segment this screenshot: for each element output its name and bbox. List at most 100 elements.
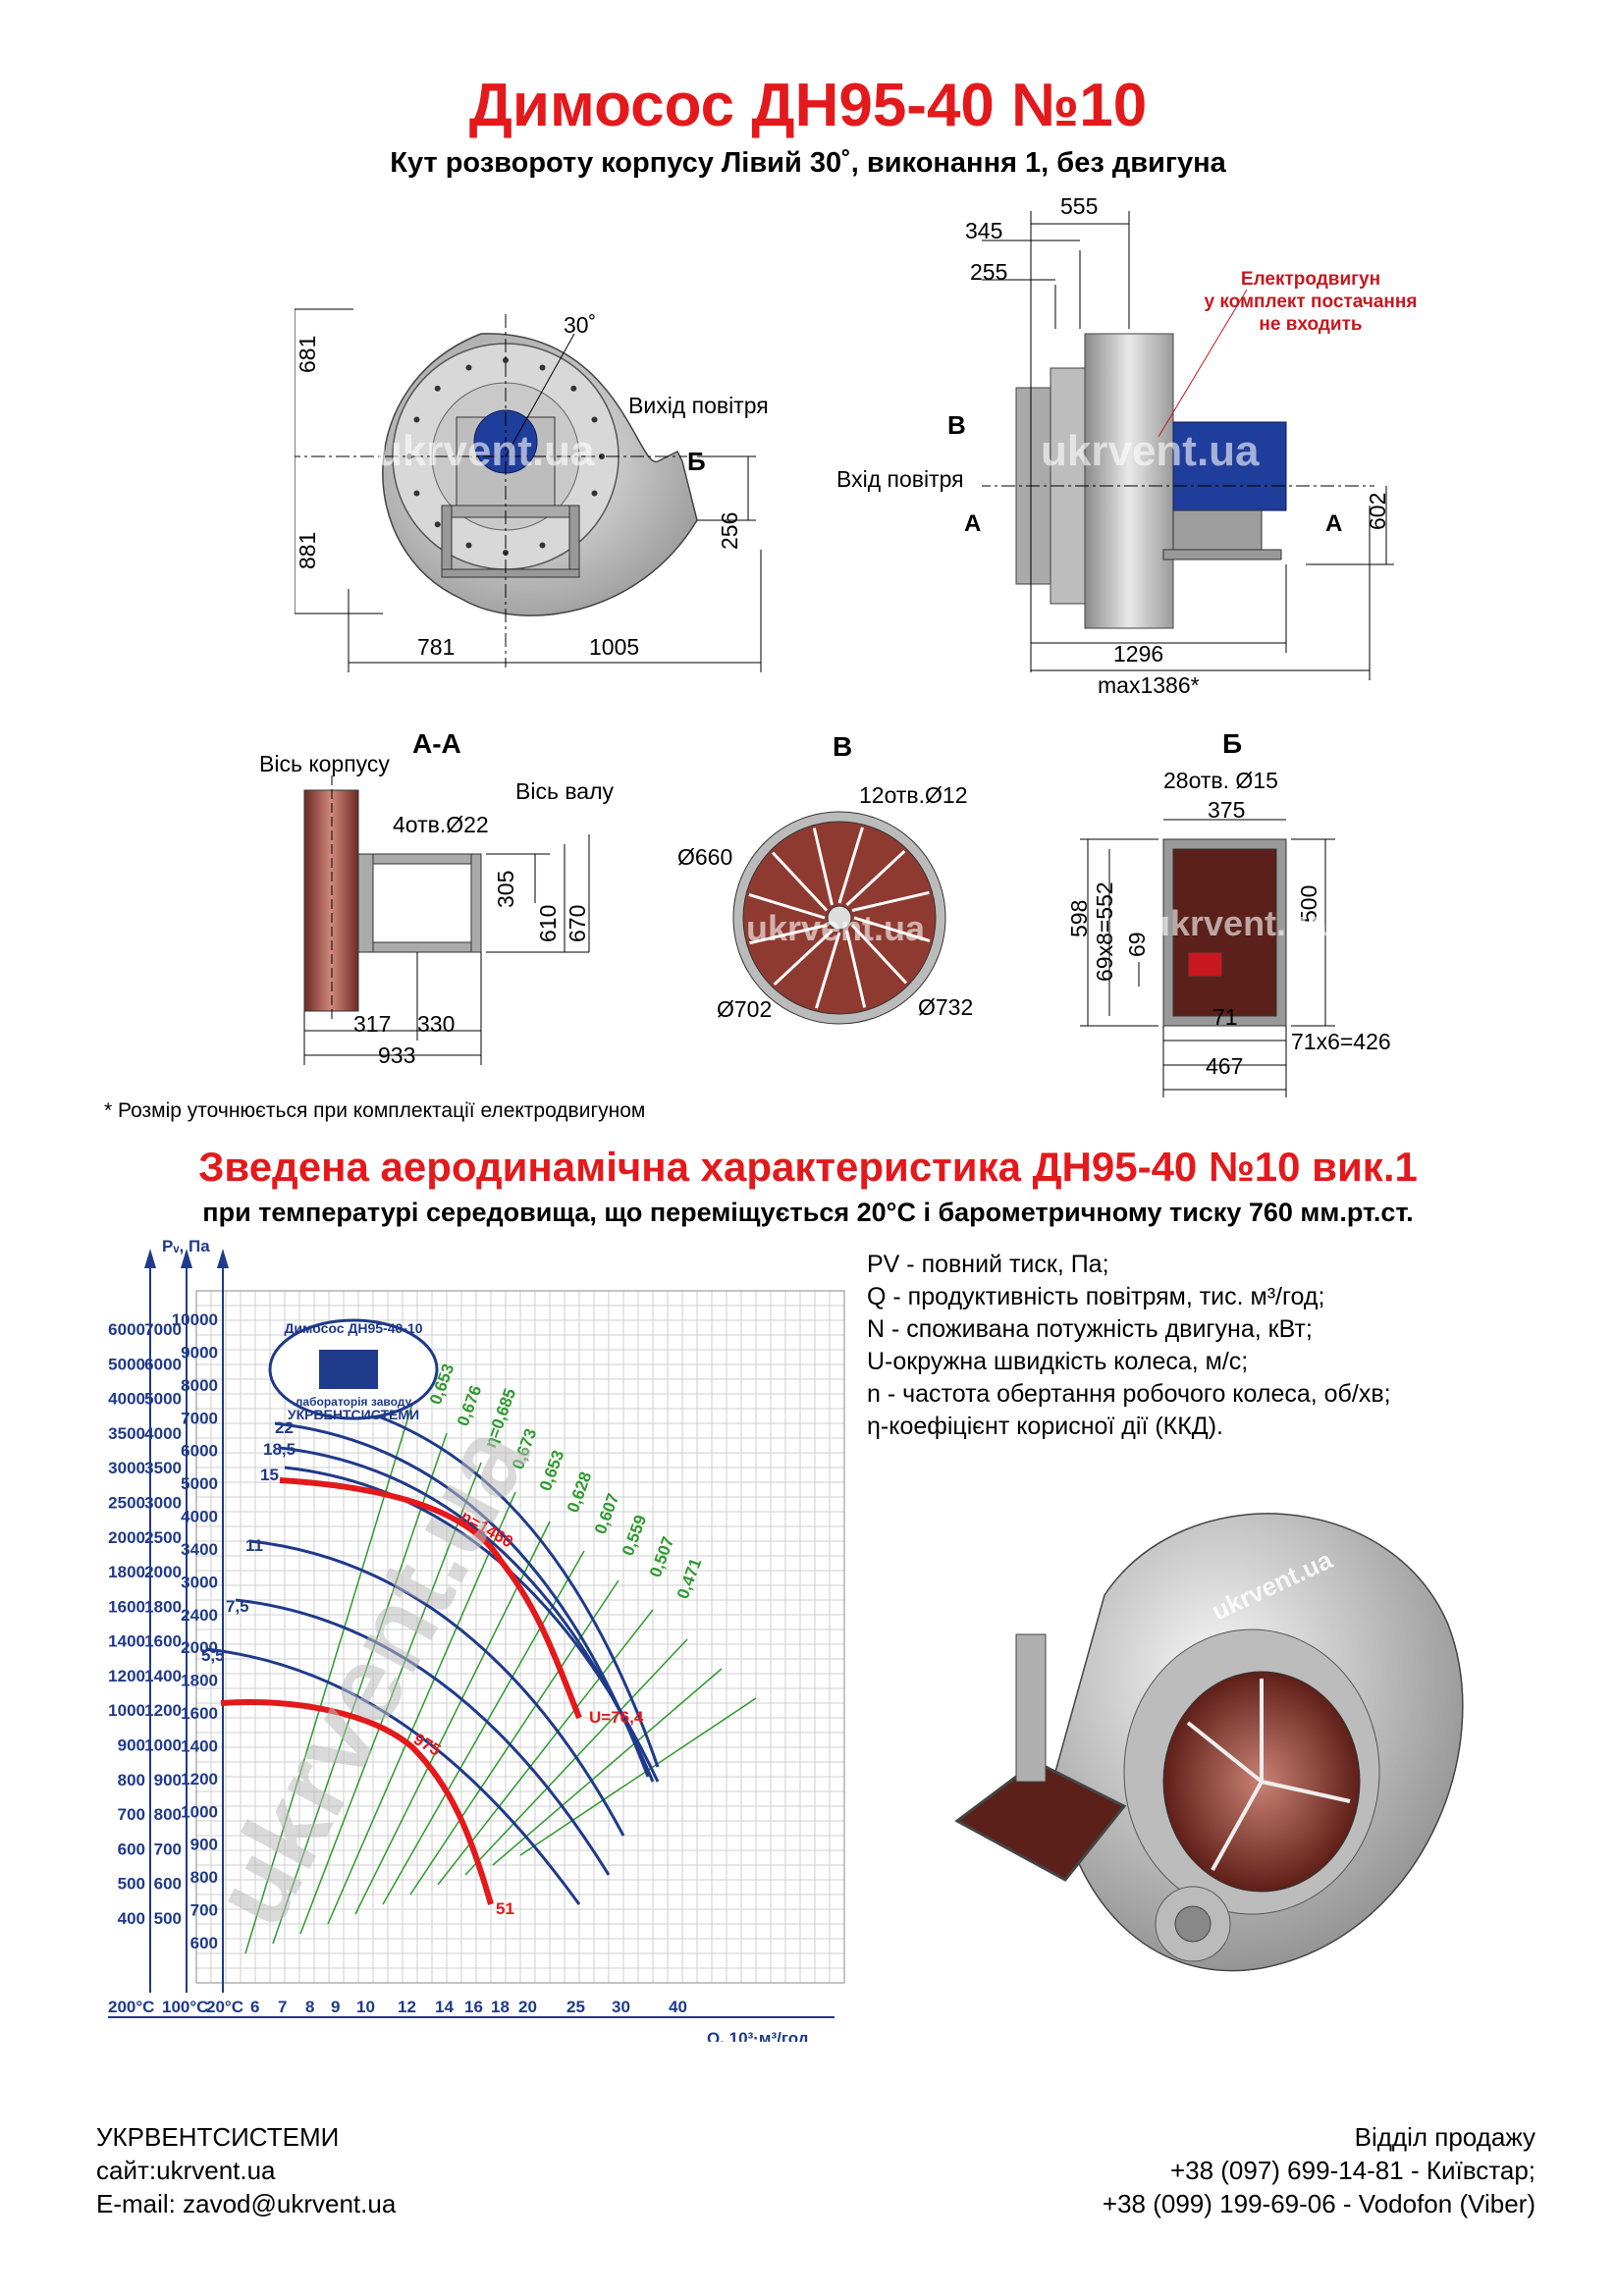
base-frame bbox=[441, 505, 453, 575]
y-tick-label: 800 bbox=[118, 1771, 145, 1789]
x-temp-label: 200°C bbox=[108, 1998, 154, 2016]
impeller-blade bbox=[748, 893, 826, 920]
y-tick-label: 2000 bbox=[108, 1528, 145, 1547]
speed-curves bbox=[220, 1477, 582, 1905]
efficiency-line bbox=[492, 1668, 723, 1866]
footnote: * Розмір уточнюється при комплектації ел… bbox=[104, 1099, 646, 1122]
end-label: 51 bbox=[496, 1899, 514, 1918]
legend-item: n - частота обертання робочого колеса, о… bbox=[867, 1380, 1391, 1408]
dim-330: 330 bbox=[417, 1011, 456, 1037]
efficiency-label: 0,607 bbox=[591, 1491, 622, 1536]
section-v-title: В bbox=[833, 731, 853, 762]
dim-681: 681 bbox=[295, 335, 320, 373]
y-tick-label: 2400 bbox=[181, 1606, 218, 1625]
impeller-blade bbox=[853, 916, 931, 942]
power-curve bbox=[205, 1647, 581, 1905]
fan-3d-render bbox=[954, 1513, 1464, 1972]
power-label: 18,5 bbox=[263, 1440, 296, 1459]
efficiency-line bbox=[299, 1462, 482, 1935]
y-tick-label: 1200 bbox=[144, 1701, 182, 1720]
fan-outlet-duct bbox=[954, 1760, 1127, 1882]
y-tick-label: 7000 bbox=[181, 1409, 218, 1427]
legend-item: N - споживана потужність двигуна, кВт; bbox=[867, 1315, 1313, 1343]
y-tick-label: 1600 bbox=[144, 1632, 182, 1651]
impeller-blade bbox=[815, 932, 841, 1009]
power-label: 11 bbox=[245, 1536, 263, 1555]
efficiency-label: 0,471 bbox=[673, 1556, 705, 1601]
y-tick-label: 1400 bbox=[181, 1736, 218, 1755]
y-tick-label: 6000 bbox=[181, 1442, 218, 1461]
x-tick-label: 30 bbox=[612, 1998, 630, 2016]
y-tick-label: 3000 bbox=[144, 1493, 182, 1512]
x-tick-label: 14 bbox=[435, 1998, 454, 2016]
email-link[interactable]: E-mail: zavod@ukrvent.ua bbox=[96, 2189, 397, 2218]
impeller-housing bbox=[1084, 333, 1174, 629]
footer-right: Відділ продажу +38 (097) 699-14-81 - Киї… bbox=[1103, 2120, 1535, 2220]
y-axis-label: Pᵥ, Па bbox=[162, 1237, 210, 1255]
site-link[interactable]: сайт:ukrvent.ua bbox=[96, 2156, 276, 2185]
y-tick-label: 1800 bbox=[181, 1672, 218, 1690]
front-view-drawing bbox=[295, 308, 762, 672]
y-tick-label: 7000 bbox=[144, 1320, 182, 1339]
power-curve bbox=[235, 1598, 611, 1876]
dim-1005: 1005 bbox=[589, 634, 640, 660]
holes-b: 28отв. Ø15 bbox=[1163, 768, 1278, 793]
y-axis-arrow bbox=[181, 1249, 192, 1268]
y-tick-label: 6000 bbox=[108, 1320, 145, 1339]
efficiency-line bbox=[327, 1491, 516, 1925]
bolt-hole bbox=[434, 385, 441, 392]
phone-kyivstar[interactable]: +38 (097) 699-14-81 - Київстар; bbox=[1169, 2156, 1535, 2185]
y-tick-label: 1800 bbox=[108, 1563, 145, 1581]
chart-grid bbox=[195, 1290, 845, 1984]
x-tick-label: 18 bbox=[491, 1998, 510, 2016]
efficiency-line bbox=[437, 1609, 654, 1886]
legend-item: U-окружна швидкість колеса, м/с; bbox=[867, 1348, 1249, 1375]
watermark-b: ukrvent.ua bbox=[1149, 903, 1328, 943]
impeller-blade bbox=[850, 924, 908, 985]
y-tick-label: 1200 bbox=[108, 1667, 145, 1685]
footer-left: УКРВЕНТСИСТЕМИ сайт:ukrvent.ua E-mail: z… bbox=[96, 2120, 396, 2220]
y-tick-label: 6000 bbox=[144, 1355, 182, 1373]
x-tick-label: 7 bbox=[278, 1998, 287, 2016]
side-view-drawing bbox=[982, 211, 1394, 680]
dim-781: 781 bbox=[417, 634, 456, 660]
dim-max1386: max1386* bbox=[1098, 672, 1200, 698]
chart-subtitle: при температурі середовища, що переміщує… bbox=[202, 1198, 1414, 1227]
y-tick-label: 1200 bbox=[181, 1770, 218, 1789]
y-tick-label: 900 bbox=[190, 1836, 218, 1854]
y-tick-label: 800 bbox=[154, 1805, 182, 1824]
impeller-blade bbox=[749, 924, 828, 945]
sales-dept: Відділ продажу bbox=[1354, 2122, 1535, 2152]
efficiency-line bbox=[382, 1550, 585, 1905]
legend-item: PV - повний тиск, Па; bbox=[867, 1251, 1109, 1278]
y-tick-label: 4000 bbox=[108, 1390, 145, 1409]
outlet-label: Вихід повітря bbox=[628, 393, 769, 418]
y-axis-arrow bbox=[144, 1249, 156, 1268]
x-temp-label: 20°C bbox=[206, 1998, 243, 2016]
y-tick-label: 5000 bbox=[144, 1390, 182, 1409]
dim-610: 610 bbox=[535, 904, 561, 942]
bolt-hole bbox=[434, 521, 441, 528]
section-b-marker: Б bbox=[687, 447, 706, 476]
x-tick-label: 25 bbox=[566, 1998, 585, 2016]
chart-frame bbox=[195, 1290, 845, 1984]
dim-555: 555 bbox=[1060, 193, 1099, 219]
y-tick-label: 1600 bbox=[181, 1704, 218, 1723]
dim-375: 375 bbox=[1208, 797, 1246, 823]
impeller-blade bbox=[812, 828, 834, 906]
efficiency-line bbox=[409, 1579, 619, 1896]
aerodynamic-chart: 6000500040003500300025002000180016001400… bbox=[108, 1237, 845, 2042]
y-tick-label: 3400 bbox=[181, 1540, 218, 1559]
support-frame bbox=[372, 853, 482, 865]
angle-label: 30˚ bbox=[564, 312, 597, 338]
dim-345: 345 bbox=[965, 218, 1003, 243]
y-tick-label: 1400 bbox=[144, 1667, 182, 1685]
x-axis-label: Q, 10³·м³/год bbox=[707, 2029, 809, 2042]
dim-670: 670 bbox=[565, 904, 590, 942]
dim-317: 317 bbox=[353, 1011, 392, 1037]
phone-vodafone[interactable]: +38 (099) 199-69-06 - Vodofon (Viber) bbox=[1102, 2189, 1535, 2218]
y-tick-label: 2500 bbox=[108, 1493, 145, 1512]
y-tick-label: 1800 bbox=[144, 1597, 182, 1616]
x-tick-label: 10 bbox=[356, 1998, 375, 2016]
